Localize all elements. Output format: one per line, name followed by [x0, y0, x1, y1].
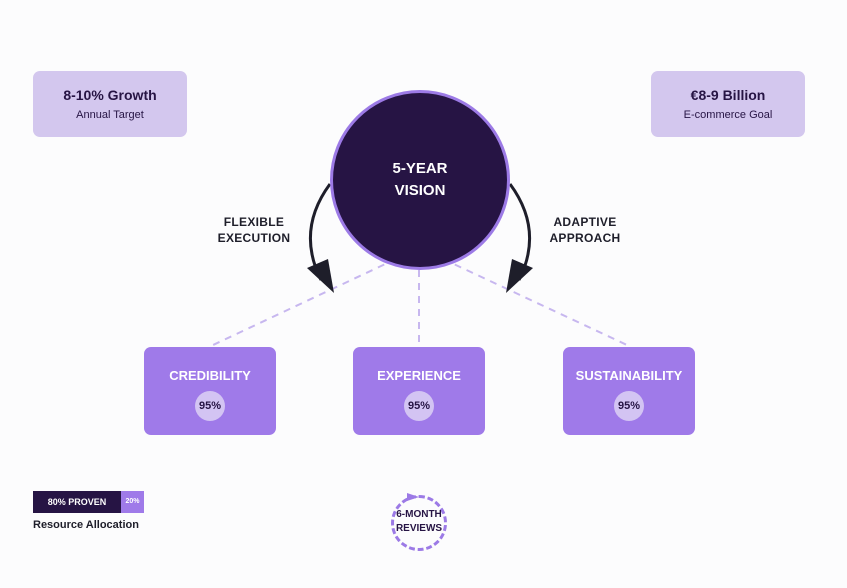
- pillar-sustainability-title: SUSTAINABILITY: [575, 368, 683, 383]
- pillar-sustainability: SUSTAINABILITY 95%: [563, 347, 695, 435]
- ecommerce-goal-card: €8-9 Billion E-commerce Goal: [651, 71, 805, 137]
- pillar-experience-score: 95%: [404, 391, 434, 421]
- cycle-arrow-icon: [407, 493, 419, 501]
- ecommerce-goal-caption: E-commerce Goal: [683, 109, 773, 121]
- resource-allocation-label: Resource Allocation: [33, 519, 139, 531]
- allocation-proven-segment: 80% PROVEN: [33, 491, 121, 513]
- growth-target-card: 8-10% Growth Annual Target: [33, 71, 187, 137]
- left-arrowhead: [307, 259, 334, 293]
- pillar-sustainability-score: 95%: [614, 391, 644, 421]
- pillar-experience: EXPERIENCE 95%: [353, 347, 485, 435]
- connector-credibility: [212, 258, 397, 346]
- connector-sustainability: [442, 258, 628, 346]
- resource-allocation-bar: 80% PROVEN 20%: [33, 491, 144, 513]
- flexible-execution-label: FLEXIBLE EXECUTION: [217, 215, 291, 245]
- ecommerce-goal-headline: €8-9 Billion: [690, 87, 766, 103]
- allocation-other-segment: 20%: [121, 491, 144, 513]
- vision-hub-label: 5-YEAR VISION: [392, 160, 448, 199]
- reviews-cycle-ring: [391, 495, 447, 551]
- pillar-credibility-title: CREDIBILITY: [169, 368, 251, 383]
- pillar-experience-title: EXPERIENCE: [377, 368, 461, 383]
- vision-hub: 5-YEAR VISION: [330, 90, 510, 270]
- pillar-credibility-score: 95%: [195, 391, 225, 421]
- growth-target-caption: Annual Target: [76, 109, 144, 121]
- adaptive-approach-label: ADAPTIVE APPROACH: [549, 215, 621, 245]
- right-arrowhead: [506, 259, 533, 293]
- pillar-credibility: CREDIBILITY 95%: [144, 347, 276, 435]
- reviews-label: 6-MONTH REVIEWS: [395, 509, 443, 534]
- growth-target-headline: 8-10% Growth: [63, 87, 157, 103]
